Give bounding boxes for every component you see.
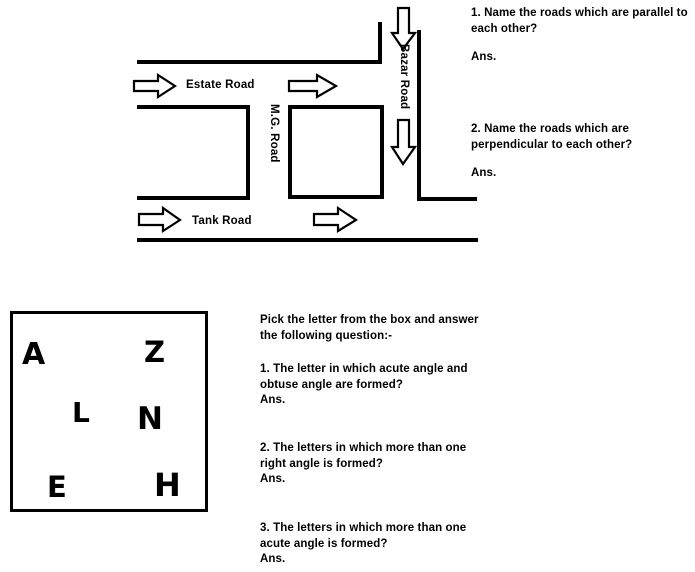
letter-question-1: 1. The letter in which acute angle and o… (260, 363, 468, 406)
bazar-road-label: Bazar Road (398, 44, 410, 110)
box-letter-z: Z (144, 335, 166, 369)
letter-question-2: 2. The letters in which more than one ri… (260, 442, 467, 485)
box-letter-h: H (154, 466, 181, 504)
box-letter-a: A (22, 337, 46, 372)
box-letter-e: E (47, 470, 67, 504)
mg-road-label: M.G. Road (268, 104, 280, 163)
center-block-outline (288, 105, 384, 199)
road-map-diagram: Estate Road Tank Road M.G. Road Bazar Ro… (0, 0, 500, 260)
tank-road-arrow-right (312, 205, 359, 233)
box-letter-n: N (137, 401, 163, 437)
letter-question-3: 3. The letters in which more than one ac… (260, 522, 467, 565)
road-question-2: 2. Name the roads which are perpendicula… (471, 123, 633, 151)
road-question-1: 1. Name the roads which are parallel to … (471, 7, 688, 35)
estate-road-upper-boundary (137, 22, 382, 64)
estate-road-label: Estate Road (186, 79, 255, 91)
estate-road-arrow-right (287, 73, 339, 99)
letter-box (10, 311, 208, 512)
tank-road-arrow-left (137, 205, 182, 234)
road-question-2-answer: Ans. (471, 167, 497, 179)
bazar-road-boundary (417, 30, 477, 201)
estate-road-arrow-left (132, 72, 178, 100)
bazar-road-arrow-middle (389, 118, 418, 166)
letter-questions-intro: Pick the letter from the box and answer … (260, 314, 479, 342)
tank-road-label: Tank Road (192, 215, 252, 227)
road-map-svg (132, 6, 478, 242)
road-question-1-answer: Ans. (471, 51, 497, 63)
left-block-outline (137, 105, 250, 200)
bazar-road-arrow-top (389, 6, 418, 51)
box-letter-l: L (72, 396, 90, 429)
